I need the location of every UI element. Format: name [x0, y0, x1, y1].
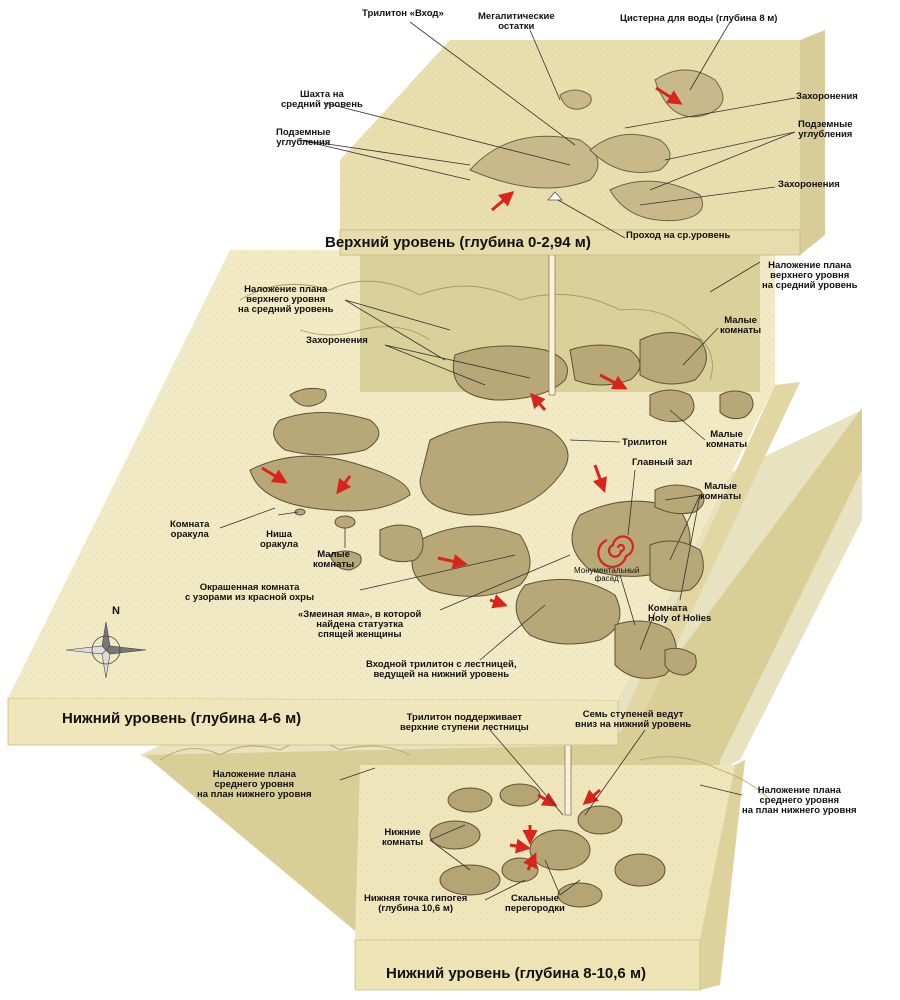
label-painted-room: Окрашенная комната с узорами из красной … [185, 582, 315, 603]
label-burials-mid: Захоронения [306, 335, 368, 346]
lower-slab-front [354, 939, 701, 991]
label-megalithic-remains: Мегалитические остатки [478, 11, 555, 32]
label-seven-steps: Семь ступеней ведут вниз на нижний урове… [575, 709, 692, 730]
red-spiral-motif [597, 535, 634, 569]
upper-arrows [491, 86, 683, 212]
level-title-middle: Нижний уровень (глубина 4-6 м) [62, 710, 302, 727]
lower-shaft [564, 744, 572, 816]
label-small-rooms-4: Малые комнаты [313, 549, 355, 570]
label-overlay-upper-left: Наложение плана верхнего уровня на средн… [238, 284, 334, 315]
label-water-cistern: Цистерна для воды (глубина 8 м) [620, 13, 778, 24]
label-holy-of-holies: Комната Holy of Holies [648, 603, 712, 624]
label-lower-rooms: Нижние комнаты [382, 827, 424, 848]
label-main-hall: Главный зал [632, 457, 693, 468]
lower-overlay-outline [159, 740, 771, 801]
middle-level-slab [7, 250, 800, 746]
middle-overlay-outline [239, 280, 713, 381]
upper-level-slab [339, 30, 825, 256]
label-passage-middle: Проход на ср.уровень [626, 230, 731, 241]
middle-chambers [249, 332, 754, 679]
level-title-lower: Нижний уровень (глубина 8-10,6 м) [386, 965, 647, 982]
compass-north-label: N [112, 605, 120, 617]
level-title-upper: Верхний уровень (глубина 0-2,94 м) [325, 234, 591, 251]
label-trilithon-supports: Трилитон поддерживает верхние ступени ле… [400, 712, 529, 733]
label-monumental-facade: Монументальный фасад [574, 566, 640, 583]
label-small-rooms-2: Малые комнаты [706, 429, 748, 450]
middle-shaft [548, 254, 556, 396]
label-oracle-niche: Ниша оракула [260, 529, 299, 550]
label-overlay-mid-left: Наложение плана среднего уровня на план … [197, 769, 312, 800]
upper-passage-triangle [547, 191, 563, 201]
label-lowest-point: Нижняя точка гипогея (глубина 10,6 м) [364, 893, 468, 914]
leader-lines [219, 21, 796, 901]
upper-chambers [469, 69, 724, 222]
label-overlay-mid-right: Наложение плана среднего уровня на план … [742, 785, 857, 816]
label-trilithon-entrance: Трилитон «Вход» [362, 8, 444, 19]
label-small-rooms-1: Малые комнаты [720, 315, 762, 336]
label-underground-hollows-left: Подземные углубления [276, 127, 331, 148]
lower-slab-side [700, 760, 745, 990]
lower-arrows [509, 788, 601, 871]
label-overlay-upper-right: Наложение плана верхнего уровня на средн… [762, 260, 858, 291]
label-small-rooms-3: Малые комнаты [700, 481, 742, 502]
upper-slab-front [339, 229, 801, 256]
middle-arrows [261, 373, 628, 609]
label-trilithon: Трилитон [622, 437, 668, 448]
upper-slab-side [800, 30, 825, 255]
label-burials-2: Захоронения [778, 179, 840, 190]
upper-slab-texture [340, 40, 800, 230]
label-rock-partitions: Скальные перегородки [505, 893, 565, 914]
label-oracle-room: Комната оракула [170, 519, 210, 540]
label-shaft-middle: Шахта на средний уровень [281, 89, 363, 110]
label-burials-1: Захоронения [796, 91, 858, 102]
label-underground-hollows-right: Подземные углубления [798, 119, 853, 140]
label-snake-pit: «Змеиная яма», в которой найдена статуэт… [298, 609, 422, 640]
label-entrance-trilithon-stairs: Входной трилитон с лестницей, ведущей на… [366, 659, 517, 680]
lower-chambers [429, 783, 666, 908]
compass-rose-icon [65, 621, 147, 679]
